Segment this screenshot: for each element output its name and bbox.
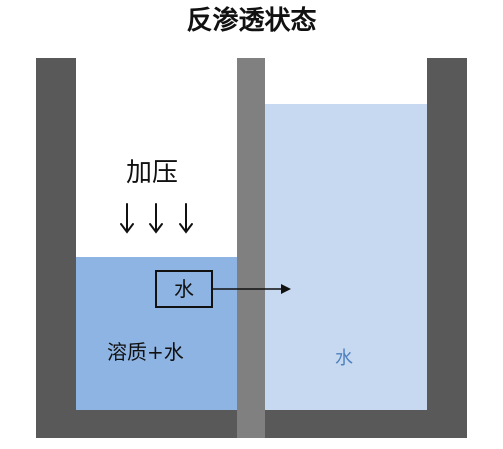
arrow-down-icon (120, 203, 134, 234)
arrow-down-icon (179, 203, 193, 234)
arrow-down-icon (149, 203, 163, 234)
water-molecule-box: 水 (155, 270, 213, 308)
diagram-title: 反渗透状态 (186, 6, 317, 36)
right-outer-wall (427, 58, 467, 438)
pure-water-label: 水 (335, 348, 353, 369)
left-outer-wall (36, 58, 76, 438)
semipermeable-membrane (237, 58, 265, 438)
pressure-label: 加压 (126, 158, 179, 188)
solution-label: 溶质+水 (107, 340, 184, 364)
right-water-fill (265, 104, 427, 410)
water-molecule-label: 水 (174, 277, 194, 301)
